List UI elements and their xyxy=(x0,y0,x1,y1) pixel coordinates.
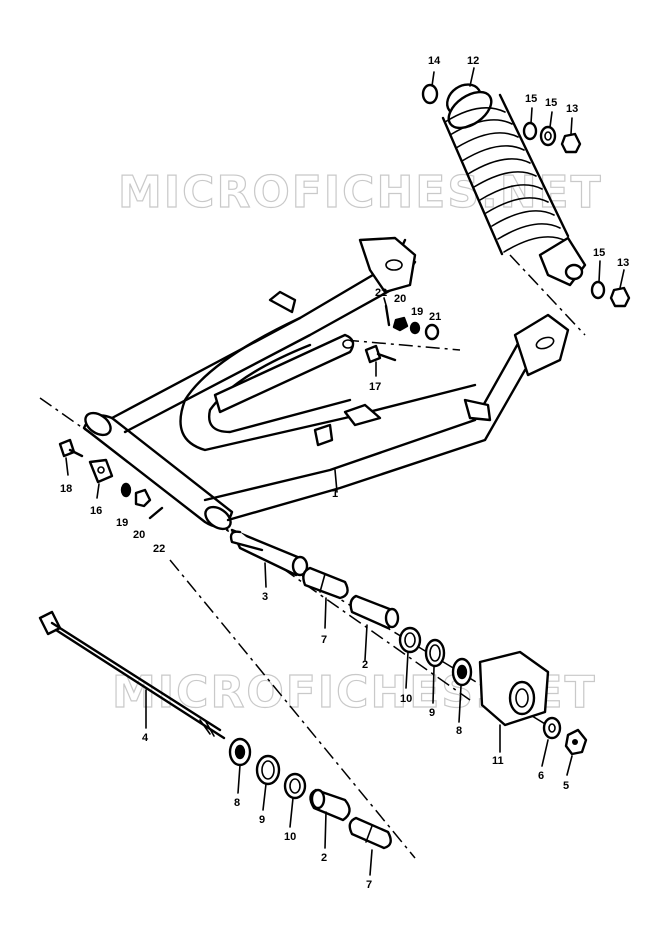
callout-10-lower: 10 xyxy=(284,831,296,843)
callout-7-lower: 7 xyxy=(366,879,372,891)
pin-22-upper xyxy=(384,304,391,327)
washer-6 xyxy=(542,716,562,740)
callout-15-b: 15 xyxy=(545,97,557,109)
washer-15-b xyxy=(539,125,557,147)
washer-19-upper xyxy=(409,321,421,335)
nut-13-a xyxy=(560,132,582,154)
callout-22-lower: 22 xyxy=(153,543,165,555)
callout-21: 21 xyxy=(429,311,441,323)
callout-2-upper: 2 xyxy=(362,659,368,671)
washer-9-lower xyxy=(255,754,281,786)
callout-7-upper: 7 xyxy=(321,634,327,646)
callout-15-c: 15 xyxy=(593,247,605,259)
callout-2-lower: 2 xyxy=(321,852,327,864)
pivot-bolt xyxy=(38,610,226,740)
callout-9-upper: 9 xyxy=(429,707,435,719)
collar-2-lower xyxy=(309,788,351,822)
callout-6: 6 xyxy=(538,770,544,782)
axis-line-shock xyxy=(509,254,586,336)
callout-13-b: 13 xyxy=(617,257,629,269)
callout-1: 1 xyxy=(332,488,338,500)
washer-10-upper xyxy=(398,626,422,654)
axis-line-lower xyxy=(169,559,416,859)
swing-arm xyxy=(82,236,570,531)
callout-20-upper: 20 xyxy=(394,293,406,305)
bearing-7-lower xyxy=(348,816,392,850)
washer-9-upper xyxy=(424,638,446,668)
washer-15-a xyxy=(522,121,538,141)
bolt-17 xyxy=(364,344,397,364)
callout-19-upper: 19 xyxy=(411,306,423,318)
callout-5: 5 xyxy=(563,780,569,792)
callout-12: 12 xyxy=(467,55,479,67)
leader-lines xyxy=(65,67,625,876)
callout-labels: 1 3 7 2 10 9 8 11 6 5 4 8 9 10 2 7 14 12… xyxy=(60,55,629,891)
callout-20-lower: 20 xyxy=(133,529,145,541)
callout-17: 17 xyxy=(369,381,381,393)
callout-14: 14 xyxy=(428,55,441,67)
callout-8-lower: 8 xyxy=(234,797,240,809)
callout-10-upper: 10 xyxy=(400,693,412,705)
callout-16: 16 xyxy=(90,505,102,517)
sleeve-3 xyxy=(229,528,309,577)
cap-11 xyxy=(478,650,550,727)
washer-8-lower xyxy=(228,737,252,767)
axis-line-bolt xyxy=(344,339,461,351)
watermark-top: MICROFICHES.NET xyxy=(118,167,603,218)
shock-absorber xyxy=(441,83,587,287)
callout-15-a: 15 xyxy=(525,93,537,105)
washer-14 xyxy=(421,83,439,105)
callout-19-lower: 19 xyxy=(116,517,128,529)
callout-4: 4 xyxy=(142,732,149,744)
callout-3: 3 xyxy=(262,591,268,603)
washer-10-lower xyxy=(283,772,307,800)
callout-8-upper: 8 xyxy=(456,725,462,737)
callout-22-upper: 22 xyxy=(375,287,387,299)
callout-11: 11 xyxy=(492,755,504,767)
callout-9-lower: 9 xyxy=(259,814,265,826)
washer-8-upper xyxy=(451,657,473,687)
plate-16 xyxy=(88,458,114,484)
collar-2-upper xyxy=(349,594,400,630)
callout-18: 18 xyxy=(60,483,72,495)
bearing-7-upper xyxy=(302,566,349,600)
nut-13-b xyxy=(609,286,631,308)
washer-19-lower xyxy=(120,482,132,498)
nut-20-lower xyxy=(134,488,152,508)
nut-5 xyxy=(564,728,588,756)
nut-20-upper xyxy=(392,316,409,332)
washer-15-c xyxy=(590,280,606,300)
washer-21 xyxy=(424,323,440,341)
callout-13-a: 13 xyxy=(566,103,578,115)
bolt-18 xyxy=(58,438,84,458)
pin-22-lower xyxy=(148,506,164,520)
